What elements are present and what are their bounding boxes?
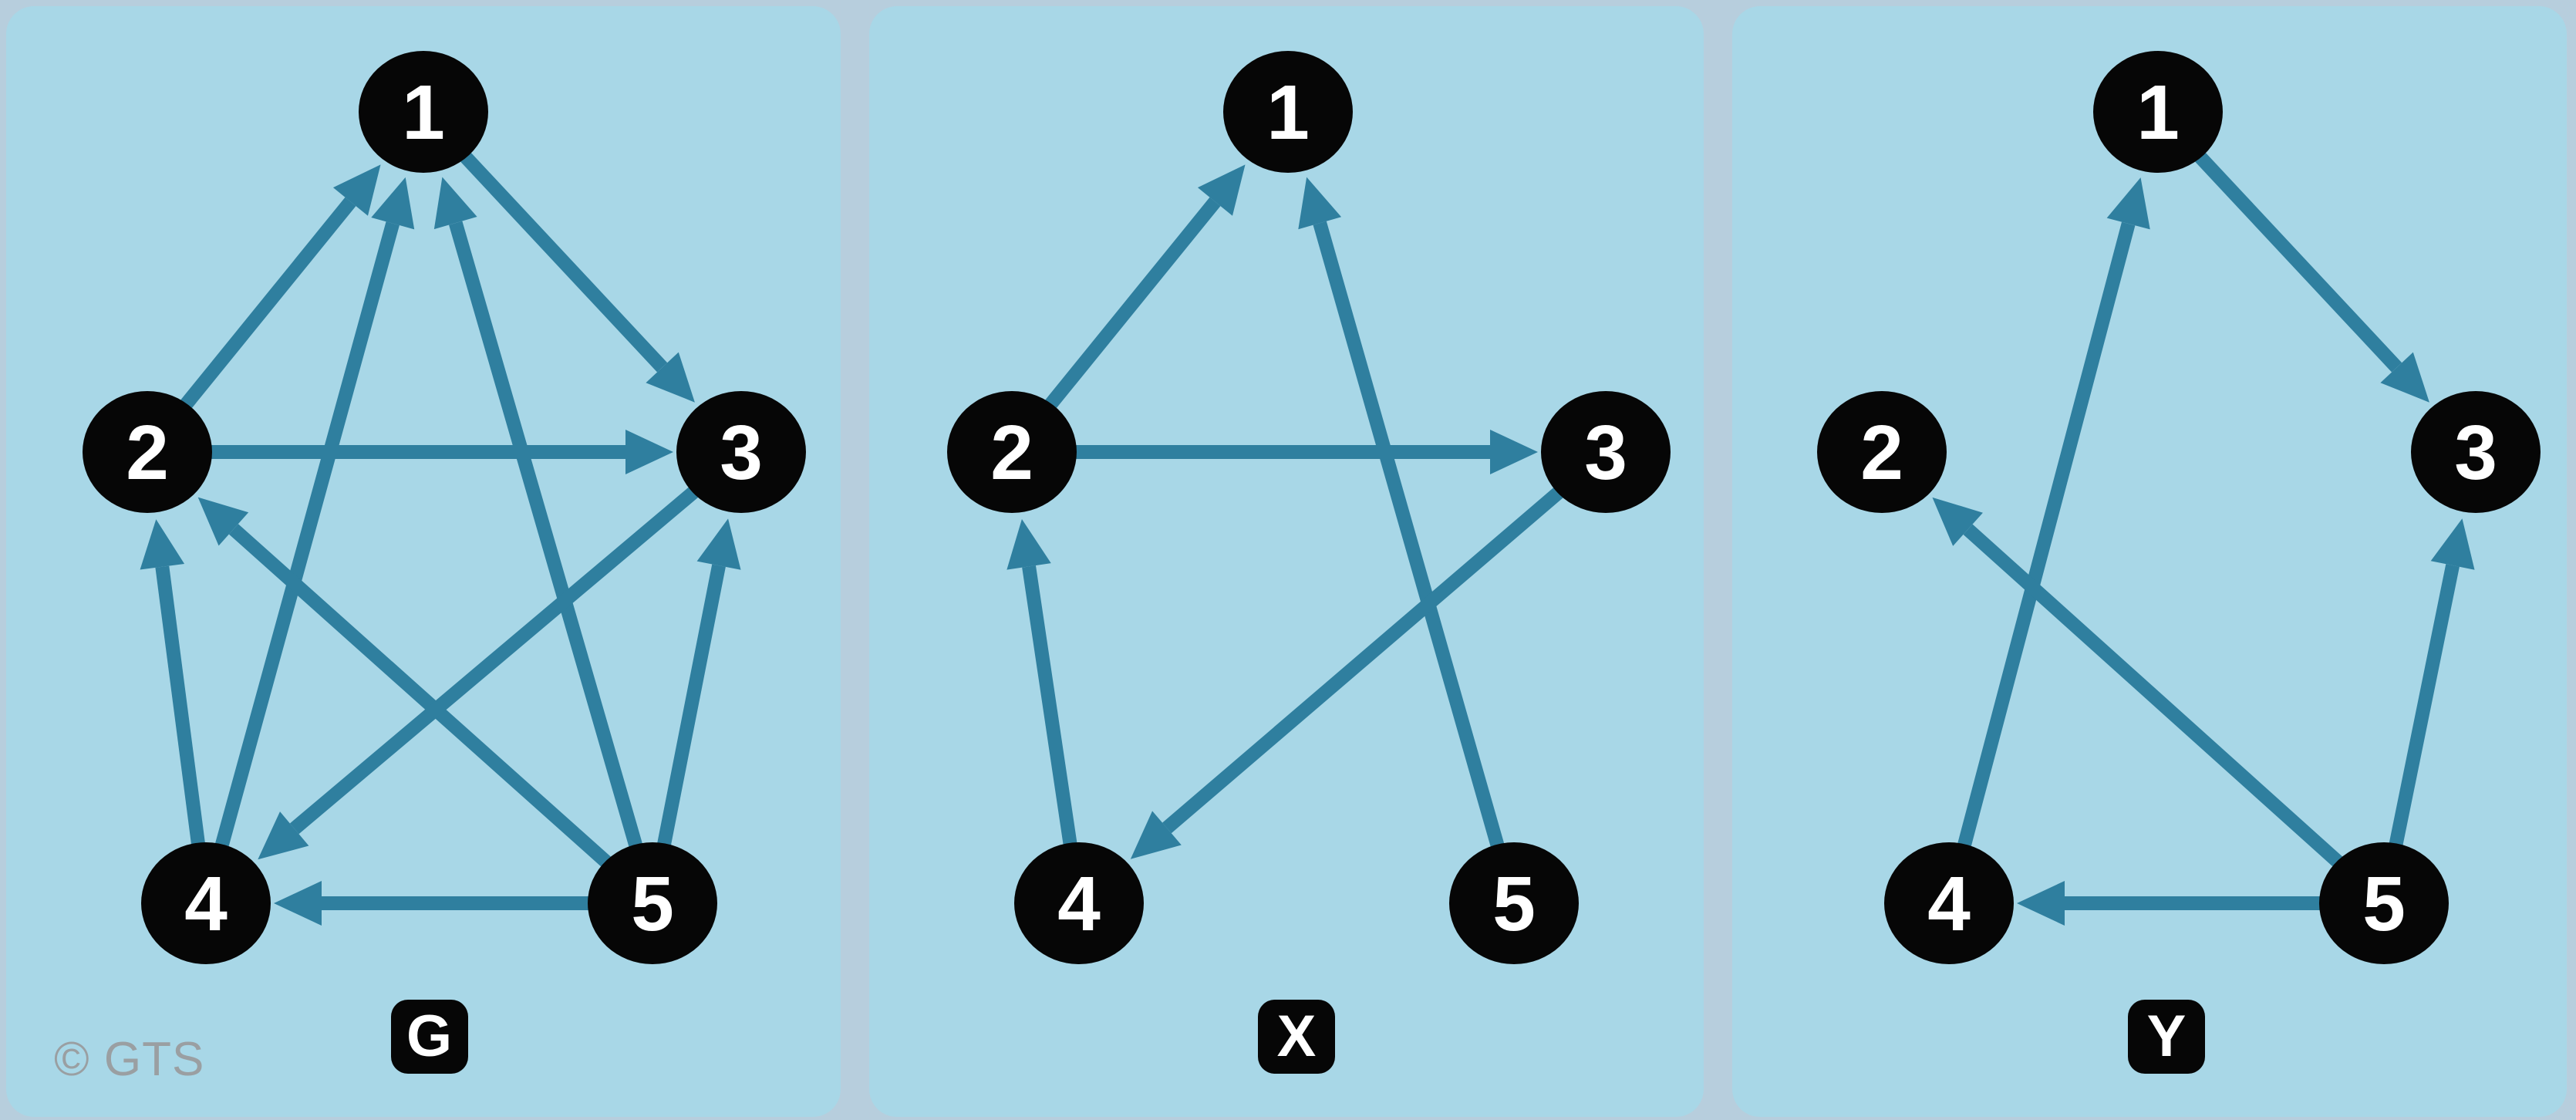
node-label-2: 2	[1860, 410, 1903, 496]
node-label-1: 1	[1266, 69, 1310, 156]
graph-label-badge-G: G	[390, 1000, 468, 1074]
node-G-3: 3	[676, 391, 806, 513]
graph-Y-drawing: 1 2 3 4 5	[1817, 51, 2541, 964]
node-Y-2: 2	[1817, 391, 1947, 513]
node-label-5: 5	[631, 861, 674, 947]
arrowhead-4-to-1	[2106, 177, 2150, 230]
arrowhead-4-to-1	[371, 177, 415, 230]
graph-panel-X: 1 2 3 4 5 X	[869, 6, 1704, 1117]
arrowhead-5-to-4	[2017, 881, 2065, 926]
arrowhead-5-to-1	[433, 177, 477, 230]
graph-G-drawing: 1 2 3 4 5	[83, 51, 806, 964]
edge-4-to-1	[1942, 177, 2150, 906]
node-label-3: 3	[2454, 410, 2497, 496]
arrowhead-1-to-3	[646, 352, 695, 403]
arrowhead-1-to-3	[2380, 352, 2429, 403]
node-X-3: 3	[1541, 391, 1671, 513]
graph-label-badge-Y: Y	[2128, 1000, 2205, 1074]
node-X-4: 4	[1014, 842, 1144, 964]
arrowhead-2-to-1	[332, 164, 381, 216]
node-G-4: 4	[141, 842, 271, 964]
graph-panel-G: 1 2 3 4 5 G	[6, 6, 841, 1117]
arrowhead-2-to-1	[1197, 164, 1246, 216]
node-X-5: 5	[1449, 842, 1579, 964]
node-label-5: 5	[2362, 861, 2406, 947]
edge-5-to-2	[1932, 497, 2389, 909]
graph-label-G: G	[406, 1004, 453, 1069]
node-label-2: 2	[126, 410, 169, 496]
node-label-4: 4	[184, 861, 228, 947]
copyright-text: © GTS	[54, 1033, 205, 1086]
node-label-4: 4	[1927, 861, 1971, 947]
node-G-5: 5	[588, 842, 717, 964]
arrowhead-3-to-4	[258, 811, 309, 860]
node-Y-4: 4	[1884, 842, 2014, 964]
arrowhead-5-to-3	[696, 518, 741, 570]
graph-label-X: X	[1276, 1004, 1317, 1069]
node-label-5: 5	[1492, 861, 1536, 947]
arrowhead-2-to-3	[1490, 430, 1538, 474]
graph-label-Y: Y	[2146, 1004, 2187, 1069]
graph-X-drawing: 1 2 3 4 5	[947, 51, 1671, 964]
edge-5-to-1	[1298, 177, 1521, 906]
edge-3-to-4	[258, 447, 746, 860]
node-Y-1: 1	[2093, 51, 2223, 173]
node-Y-3: 3	[2411, 391, 2541, 513]
graph-panel-Y: 1 2 3 4 5 Y	[1732, 6, 2567, 1117]
node-G-2: 2	[83, 391, 212, 513]
arrowhead-3-to-4	[1130, 811, 1182, 859]
node-label-3: 3	[1584, 410, 1627, 496]
node-label-3: 3	[720, 410, 763, 496]
arrowhead-5-to-3	[2430, 518, 2475, 570]
arrowhead-5-to-4	[274, 881, 322, 926]
node-X-1: 1	[1223, 51, 1353, 173]
node-label-4: 4	[1057, 861, 1101, 947]
edge-5-to-1	[433, 177, 659, 906]
edge-5-to-2	[197, 497, 657, 909]
arrowhead-5-to-1	[1298, 177, 1342, 230]
node-Y-5: 5	[2319, 842, 2449, 964]
arrowhead-2-to-3	[625, 430, 673, 474]
edge-4-to-1	[199, 177, 415, 906]
node-label-1: 1	[402, 69, 445, 156]
edge-3-to-4	[1130, 447, 1610, 859]
node-X-2: 2	[947, 391, 1077, 513]
arrowhead-5-to-2	[197, 497, 249, 546]
node-label-1: 1	[2136, 69, 2180, 156]
arrowhead-4-to-2	[1006, 519, 1051, 570]
arrowhead-4-to-2	[140, 519, 185, 570]
node-G-1: 1	[359, 51, 488, 173]
node-label-2: 2	[990, 410, 1033, 496]
graph-label-badge-X: X	[1258, 1000, 1335, 1074]
edge-2-to-3	[147, 430, 673, 474]
arrowhead-5-to-2	[1932, 497, 1983, 546]
edge-2-to-3	[1012, 430, 1538, 474]
